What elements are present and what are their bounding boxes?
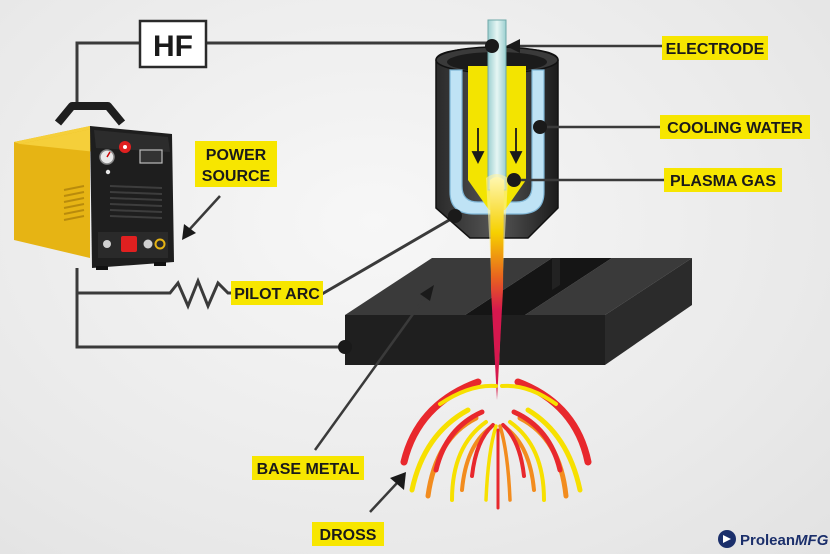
output-socket-right-icon <box>143 239 153 249</box>
cooling-water-channel <box>449 69 545 215</box>
connection-dots <box>338 39 547 354</box>
output-socket-left-icon <box>103 240 111 248</box>
nozzle-dot <box>448 209 462 223</box>
pilot-arc-wire <box>75 268 232 310</box>
power-source-machine <box>14 102 174 270</box>
wiring <box>75 41 492 349</box>
svg-text:COOLING WATER: COOLING WATER <box>667 120 803 137</box>
label-power-source: POWER SOURCE <box>195 141 277 187</box>
gas-flow-arrows <box>471 128 523 165</box>
plasma-arc-jet <box>490 177 504 400</box>
machine-side <box>14 126 90 258</box>
pilot-arc-to-nozzle-line <box>321 217 452 296</box>
hf-wire-left <box>75 41 140 108</box>
power-switch-icon <box>121 236 137 252</box>
label-dross: DROSS <box>312 522 384 546</box>
base-metal-workpiece <box>345 258 692 365</box>
svg-text:ProleanMFG: ProleanMFG <box>740 532 829 549</box>
brand-name-part1: Prolean <box>740 532 795 549</box>
dross-leader <box>369 482 398 513</box>
brand-logo: ProleanMFG <box>718 530 829 549</box>
svg-text:DROSS: DROSS <box>320 527 377 544</box>
cooling-water-dot <box>533 120 547 134</box>
svg-text:POWER: POWER <box>206 147 267 164</box>
leader-lines <box>188 44 664 513</box>
dross-sparks <box>400 378 592 510</box>
hf-box: HF <box>138 19 208 69</box>
svg-text:ELECTRODE: ELECTRODE <box>666 41 765 58</box>
svg-text:PILOT ARC: PILOT ARC <box>234 286 320 303</box>
base-metal-leader <box>313 295 428 451</box>
svg-text:BASE METAL: BASE METAL <box>257 461 360 478</box>
label-cooling-water: COOLING WATER <box>660 115 810 139</box>
power-source-arrowhead-icon <box>182 224 196 240</box>
label-plasma-gas: PLASMA GAS <box>664 168 782 192</box>
display-screen <box>139 149 163 164</box>
electrode-arrowhead-icon <box>506 39 520 53</box>
label-pilot-arc: PILOT ARC <box>231 281 323 305</box>
ground-wire <box>75 293 345 349</box>
machine-handle <box>54 102 126 126</box>
electrode-dot <box>485 39 499 53</box>
dross-arrowhead-icon <box>390 472 406 490</box>
brand-name-part2: MFG <box>795 532 829 549</box>
power-source-leader <box>188 195 221 231</box>
label-electrode: ELECTRODE <box>662 36 768 60</box>
base-metal-top-right <box>525 258 692 315</box>
machine-side-vents <box>63 185 85 221</box>
plasma-arc <box>486 174 508 400</box>
machine-front-grille <box>109 185 163 219</box>
ground-dot <box>338 340 352 354</box>
arrowheads <box>182 39 520 490</box>
svg-text:SOURCE: SOURCE <box>202 168 271 185</box>
base-metal-side <box>605 258 692 365</box>
base-metal-front <box>345 315 605 365</box>
svg-text:PLASMA GAS: PLASMA GAS <box>670 173 776 190</box>
plasma-gas-dot <box>507 173 521 187</box>
base-metal-arrowhead-icon <box>420 285 434 301</box>
label-base-metal: BASE METAL <box>252 456 364 480</box>
hf-label: HF <box>153 30 193 63</box>
